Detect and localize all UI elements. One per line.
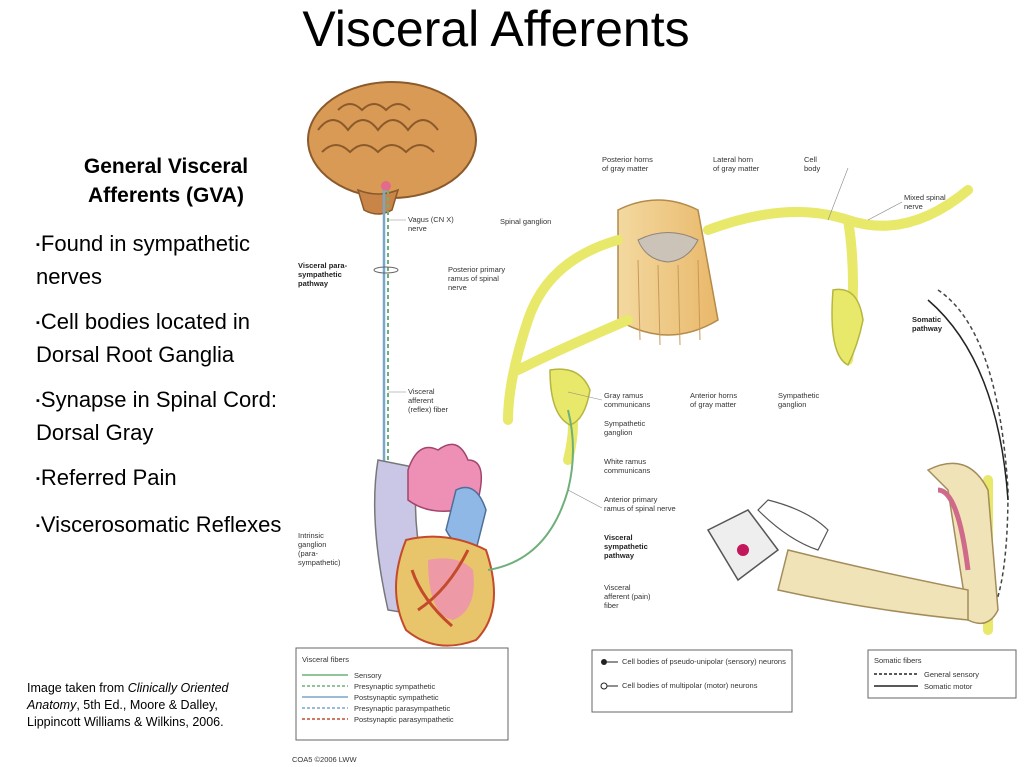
bullet-marker-icon: ▪ <box>36 473 40 485</box>
label-gray-ramus: Gray ramus <box>604 391 643 400</box>
visceral-afferent-diagram: Vagus (CN X)nerve Visceral para-sympathe… <box>292 81 1017 764</box>
label-intrinsic-ganglion: Intrinsic <box>298 531 324 540</box>
legend-somatic-fibers: Somatic fibers General sensory Somatic m… <box>867 649 1017 699</box>
label-posterior-horns: Posterior horns <box>602 155 653 164</box>
legend-item: Sensory <box>354 671 382 680</box>
slide-title: Visceral Afferents <box>302 1 690 57</box>
legend-somatic-title: Somatic fibers <box>874 656 922 665</box>
bullet-item: ▪Cell bodies located in Dorsal Root Gang… <box>36 309 251 367</box>
bullet-marker-icon: ▪ <box>36 520 40 532</box>
label-anterior-primary: Anterior primary <box>604 495 658 504</box>
label-somatic-pathway: Somatic <box>912 315 941 324</box>
iron-icon <box>706 509 780 582</box>
arm-and-hand-illustration <box>757 462 999 625</box>
sympathetic-ganglion-left <box>549 368 591 426</box>
label-lateral-horn: Lateral horn <box>713 155 753 164</box>
bullet-item: ▪Viscerosomatic Reflexes <box>36 512 282 537</box>
legend-item: Presynaptic sympathetic <box>354 682 436 691</box>
legend-item: Postsynaptic parasympathetic <box>354 715 454 724</box>
legend-item: Presynaptic parasympathetic <box>354 704 451 713</box>
heart-illustration <box>373 443 495 647</box>
label-mixed-spinal: Mixed spinal <box>904 193 946 202</box>
sympathetic-ganglion-right <box>831 288 864 367</box>
label-visceral-para: Visceral para- <box>298 261 348 270</box>
label-vagus: Vagus (CN X) <box>408 215 454 224</box>
legend-item: Cell bodies of multipolar (motor) neuron… <box>622 681 758 690</box>
label-white-ramus: White ramus <box>604 457 646 466</box>
legend-item: Somatic motor <box>924 682 973 691</box>
bullet-item: ▪Referred Pain <box>36 465 177 490</box>
book-title: Clinically Oriented Anatomy <box>27 681 229 712</box>
legend-item: Postsynaptic sympathetic <box>354 693 439 702</box>
legend-item: Cell bodies of pseudo-unipolar (sensory)… <box>622 657 786 666</box>
diagram-labels: Vagus (CN X)nerve Visceral para-sympathe… <box>298 155 946 610</box>
svg-text:Vagus (CN X)nerve: Vagus (CN X)nerve <box>408 215 454 233</box>
legend-visceral-fibers: Visceral fibers Sensory Presynaptic symp… <box>295 647 509 741</box>
svg-text:Spinal ganglion: Spinal ganglion <box>500 217 551 226</box>
label-visceral-sympathetic: Visceral <box>604 533 633 542</box>
label-posterior-primary: Posterior primary <box>448 265 505 274</box>
legend-item: General sensory <box>924 670 979 679</box>
label-sympathetic-ganglion-right: Sympathetic <box>778 391 820 400</box>
label-cell-body: Cell <box>804 155 817 164</box>
label-visceral-afferent-pain: Visceral <box>604 583 631 592</box>
bullet-marker-icon: ▪ <box>36 239 40 251</box>
label-visceral-afferent-reflex: Visceral <box>408 387 435 396</box>
brain-illustration <box>307 81 477 215</box>
label-anterior-horns: Anterior horns <box>690 391 737 400</box>
label-spinal-ganglion: Spinal ganglion <box>500 217 551 226</box>
bullet-item: ▪Synapse in Spinal Cord: Dorsal Gray <box>36 387 277 445</box>
spinal-cord-illustration <box>617 199 719 346</box>
copyright-text: COA5 ©2006 LWW <box>292 755 357 764</box>
leader-lines <box>388 167 903 509</box>
bullet-marker-icon: ▪ <box>36 395 40 407</box>
label-sympathetic-ganglion-left: Sympathetic <box>604 419 646 428</box>
image-credit: Image taken from Clinically Oriented Ana… <box>27 681 229 729</box>
legend-cell-bodies: Cell bodies of pseudo-unipolar (sensory)… <box>591 649 793 713</box>
bullet-item: ▪Found in sympathetic nerves <box>36 231 251 289</box>
bullet-list: ▪Found in sympathetic nerves ▪Cell bodie… <box>36 228 298 556</box>
section-heading: General Visceral Afferents (GVA) <box>83 155 249 207</box>
bullet-marker-icon: ▪ <box>36 317 40 329</box>
legend-visceral-title: Visceral fibers <box>302 655 349 664</box>
